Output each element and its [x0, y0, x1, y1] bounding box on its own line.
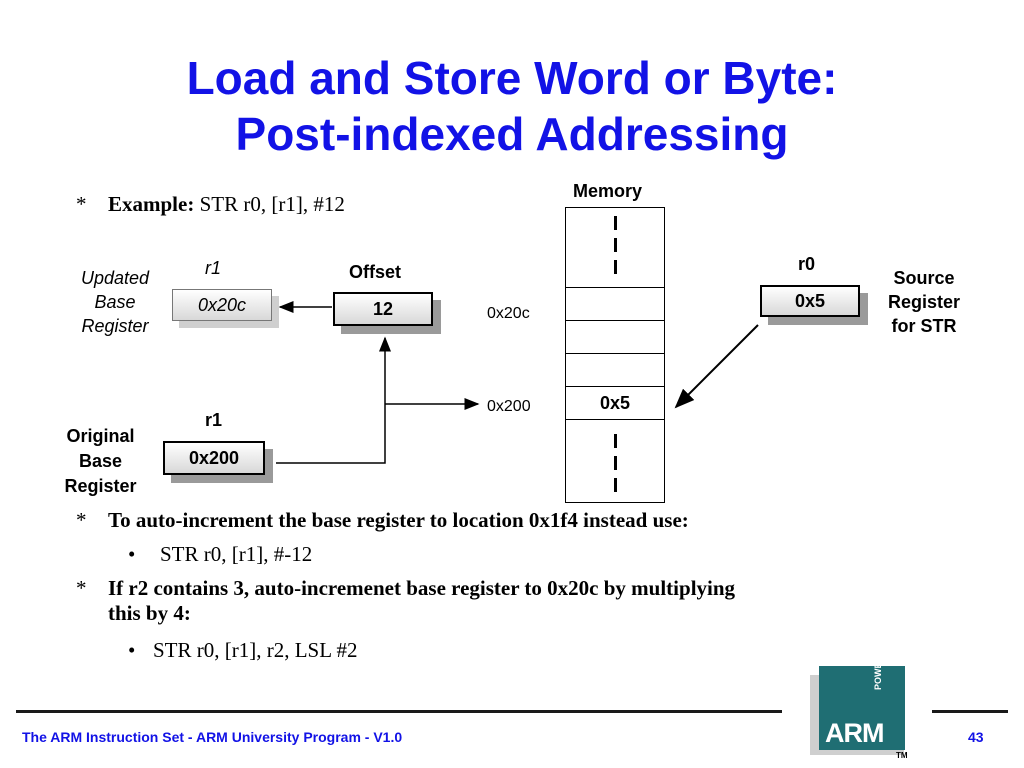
sub-bullet-str-lsl: STR r0, [r1], r2, LSL #2 — [153, 638, 358, 662]
dash — [613, 238, 617, 252]
r0-label: r0 — [798, 254, 816, 274]
caption-line: Base — [78, 451, 123, 471]
bullet-line: If r2 contains 3, auto-incremenet base r… — [108, 576, 736, 600]
offset-label: Offset — [349, 262, 402, 282]
memory-cell-bottom — [565, 419, 665, 503]
r1-updated-register: 0x20c — [172, 289, 272, 321]
r1-original-label: r1 — [205, 410, 223, 430]
arrow-original-to-offset — [276, 336, 391, 464]
slide-title-line1: Load and Store Word or Byte: — [186, 52, 838, 104]
footer-rule-left — [16, 710, 782, 713]
r1-original-register: 0x200 — [163, 441, 265, 475]
sub-bullet-marker: • — [128, 638, 136, 662]
bullet-shift-example: If r2 contains 3, auto-incremenet base r… — [108, 576, 735, 626]
page-number: 43 — [968, 729, 984, 745]
bullet-auto-increment: To auto-increment the base register to l… — [108, 508, 689, 532]
dash — [613, 216, 617, 230]
memory-cell-top — [565, 207, 665, 288]
mem-addr-0x200: 0x200 — [487, 398, 531, 415]
caption-line: Updated — [80, 268, 150, 288]
arrow-r0-to-memory — [674, 324, 759, 409]
r1-updated-caption: Updated Base Register — [60, 266, 170, 338]
caption-line: Source — [893, 268, 955, 288]
dash — [613, 456, 617, 470]
arm-logo-powered: POWERED — [873, 643, 883, 690]
memory-cell-0x20c — [565, 287, 665, 321]
bullet-example-code: STR r0, [r1], #12 — [194, 192, 345, 216]
r1-original-caption: Original Base Register — [48, 424, 153, 499]
footer-rule-right — [932, 710, 1008, 713]
caption-line: Register — [64, 476, 137, 496]
r1-updated-label: r1 — [205, 258, 222, 278]
arm-logo: ARM POWERED — [819, 643, 905, 750]
dash — [613, 478, 617, 492]
sub-bullet-str-neg: STR r0, [r1], #-12 — [160, 542, 313, 566]
caption-line: Register — [887, 292, 961, 312]
bullet-marker: * — [76, 576, 87, 600]
bullet-example: Example: STR r0, [r1], #12 — [108, 192, 345, 217]
dash — [613, 260, 617, 274]
caption-line: Original — [66, 426, 135, 446]
bullet-line: this by 4: — [108, 601, 191, 625]
caption-line: Register — [81, 316, 149, 336]
arm-logo-text: ARM — [825, 718, 884, 748]
r0-caption: Source Register for STR — [868, 266, 980, 338]
memory-label: Memory — [573, 181, 643, 201]
caption-line: for STR — [891, 316, 957, 336]
memory-cell — [565, 353, 665, 387]
caption-line: Base — [94, 292, 136, 312]
r0-register: 0x5 — [760, 285, 860, 317]
mem-addr-0x20c: 0x20c — [487, 305, 530, 322]
offset-register: 12 — [333, 292, 433, 326]
bullet-marker: * — [76, 192, 87, 216]
bullet-marker: * — [76, 508, 87, 532]
memory-cell-0x200: 0x5 — [565, 386, 665, 420]
footer-text: The ARM Instruction Set - ARM University… — [22, 729, 403, 745]
sub-bullet-marker: • — [128, 542, 136, 566]
memory-cell — [565, 320, 665, 354]
dash — [613, 434, 617, 448]
bullet-example-label: Example: — [108, 192, 195, 216]
slide-title-line2: Post-indexed Addressing — [235, 108, 789, 160]
arm-logo-tm: TM — [896, 751, 908, 760]
